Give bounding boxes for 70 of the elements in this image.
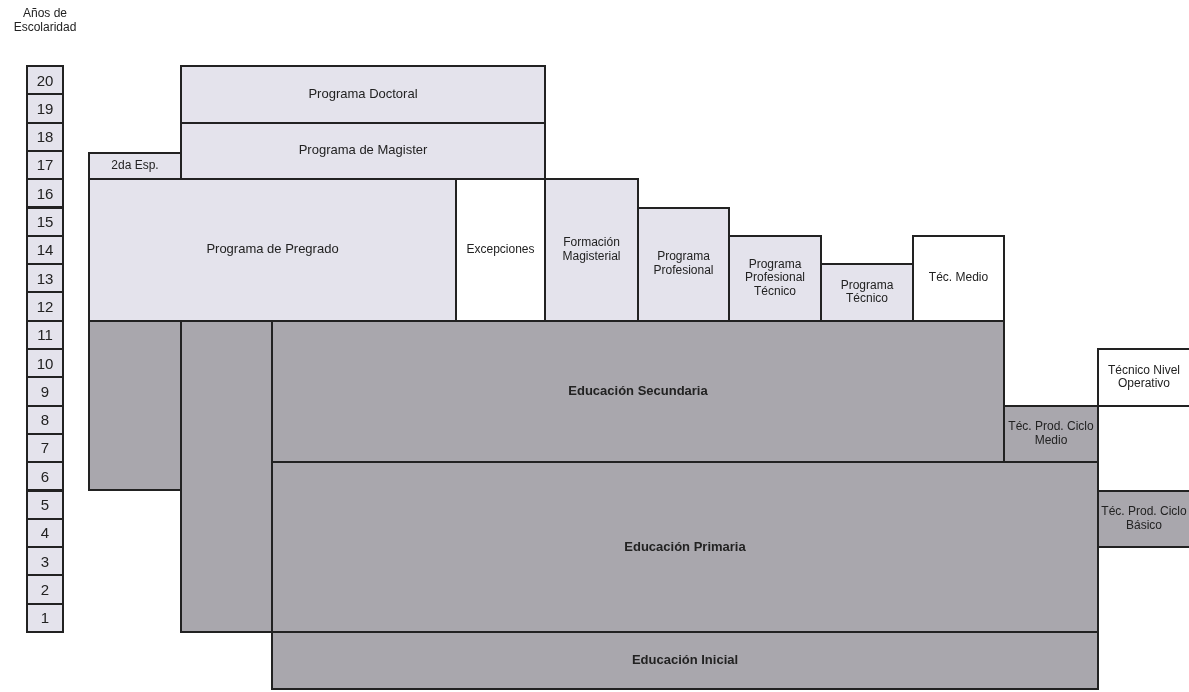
program-box bbox=[180, 65, 546, 124]
program-label: Formación Magisterial bbox=[561, 236, 622, 264]
axis-heading: Años de Escolaridad bbox=[12, 6, 78, 35]
program-box bbox=[912, 234, 1005, 322]
year-box bbox=[26, 263, 64, 294]
year-number: 14 bbox=[35, 241, 55, 259]
year-box bbox=[26, 602, 64, 633]
program-box bbox=[88, 319, 182, 492]
year-box bbox=[26, 65, 64, 96]
program-label: Educación Secundaria bbox=[567, 383, 709, 399]
year-number: 19 bbox=[35, 99, 55, 118]
program-box bbox=[180, 319, 273, 633]
year-number: 18 bbox=[35, 128, 55, 146]
program-label: Programa Doctoral bbox=[307, 86, 419, 102]
program-box bbox=[728, 234, 822, 322]
year-number: 3 bbox=[39, 552, 51, 570]
year-box bbox=[26, 93, 64, 124]
program-label: Educación Inicial bbox=[630, 653, 740, 668]
year-number: 20 bbox=[35, 71, 55, 89]
year-number: 8 bbox=[39, 411, 51, 429]
year-box bbox=[26, 348, 64, 379]
year-box bbox=[26, 121, 64, 152]
year-box bbox=[26, 291, 64, 322]
year-box bbox=[26, 319, 64, 350]
year-number: 12 bbox=[35, 297, 55, 316]
program-box bbox=[1097, 489, 1189, 549]
program-box bbox=[1097, 348, 1189, 407]
program-box bbox=[820, 263, 914, 322]
year-number: 10 bbox=[35, 354, 55, 372]
year-number: 11 bbox=[36, 326, 54, 344]
year-box bbox=[26, 546, 64, 577]
program-box bbox=[271, 631, 1099, 690]
year-box bbox=[26, 404, 64, 435]
year-number: 6 bbox=[39, 467, 51, 485]
year-number: 7 bbox=[39, 439, 51, 457]
program-box bbox=[88, 178, 457, 322]
year-box bbox=[26, 178, 64, 209]
program-label: 2da Esp. bbox=[110, 159, 160, 174]
program-label: Programa de Magister bbox=[297, 143, 429, 159]
program-label: Técnico Nivel Operativo bbox=[1107, 363, 1181, 392]
program-box bbox=[637, 206, 730, 322]
program-label: Téc. Prod. Ciclo Medio bbox=[1007, 420, 1095, 448]
year-number: 1 bbox=[39, 609, 51, 627]
program-label: Excepciones bbox=[465, 243, 536, 257]
year-number: 13 bbox=[35, 269, 55, 287]
program-label: Programa Profesional Técnico bbox=[743, 257, 806, 299]
year-box bbox=[26, 206, 64, 237]
program-label: Programa Técnico bbox=[839, 278, 895, 307]
program-box bbox=[271, 319, 1005, 464]
program-box bbox=[1003, 404, 1099, 464]
year-number: 16 bbox=[35, 184, 55, 202]
year-number: 4 bbox=[39, 524, 51, 542]
year-box bbox=[26, 461, 64, 492]
program-box bbox=[271, 461, 1099, 633]
program-box bbox=[544, 178, 639, 322]
program-label: Educación Primaria bbox=[623, 539, 747, 555]
program-label: Programa Profesional bbox=[652, 250, 715, 278]
program-box bbox=[88, 152, 182, 181]
program-label: Programa de Pregrado bbox=[205, 242, 340, 258]
year-number: 2 bbox=[39, 580, 51, 599]
year-number: 17 bbox=[35, 156, 55, 174]
year-number: 5 bbox=[39, 496, 51, 514]
program-label: Téc. Medio bbox=[927, 271, 990, 286]
year-number: 9 bbox=[39, 382, 51, 401]
year-box bbox=[26, 376, 64, 407]
year-box bbox=[26, 574, 64, 605]
program-box bbox=[180, 121, 546, 181]
year-number: 15 bbox=[35, 213, 55, 231]
year-box bbox=[26, 489, 64, 520]
program-label: Téc. Prod. Ciclo Básico bbox=[1100, 505, 1188, 533]
